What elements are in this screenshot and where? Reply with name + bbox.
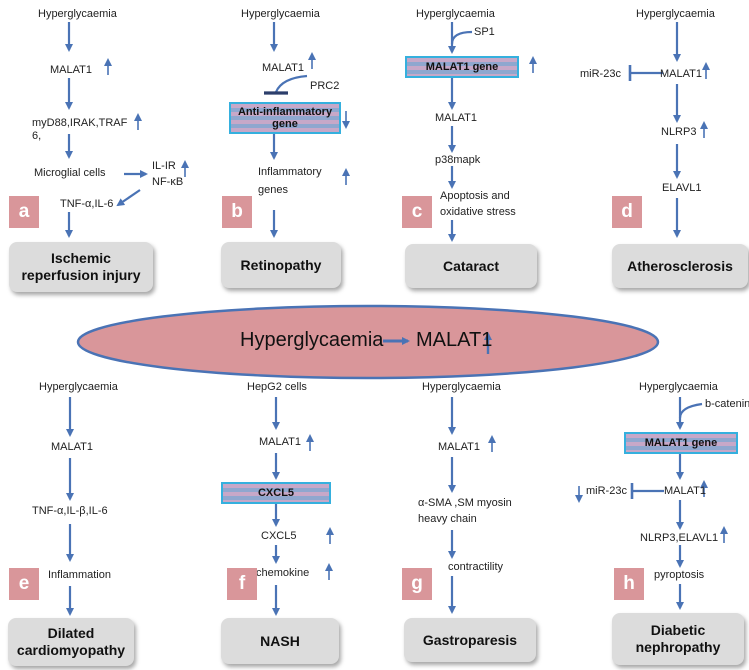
center-label: Hyperglycaemia [240, 329, 384, 351]
a-il-ir: IL-IR [152, 160, 176, 172]
panel-a-badge: a [9, 196, 39, 228]
outcome-retinopathy: Retinopathy [221, 242, 341, 288]
h-mir23c: miR-23c [586, 485, 627, 497]
h-malat1-gene: MALAT1 gene [624, 432, 738, 454]
panel-f-badge: f [227, 568, 257, 600]
b-genes: genes [258, 184, 288, 196]
arrow-h-bcatenin [678, 402, 703, 419]
panel-c-badge: c [402, 196, 432, 228]
b-inflammatory: Inflammatory [258, 166, 322, 178]
h-malat1: MALAT1 [664, 485, 706, 497]
e-malat1: MALAT1 [51, 441, 93, 453]
panel-e-badge: e [9, 568, 39, 600]
b-malat1: MALAT1 [262, 62, 304, 74]
b-gene-l1: Anti-inflammatory [237, 106, 333, 118]
outcome-atherosclerosis: Atherosclerosis [612, 244, 748, 288]
outcome-ischemic-l1: Ischemic [51, 250, 111, 266]
d-malat1: MALAT1 [660, 68, 702, 80]
b-prc2: PRC2 [310, 80, 340, 92]
outcome-nash: NASH [221, 618, 339, 664]
g-hyperglycaemia: Hyperglycaemia [422, 381, 501, 393]
outcome-ischemic-l2: reperfusion injury [21, 267, 141, 283]
d-nlrp3: NLRP3 [661, 126, 697, 138]
center-result: MALAT1 [416, 329, 493, 351]
a-microglial: Microglial cells [34, 167, 106, 179]
d-mir23c: miR-23c [580, 68, 621, 80]
b-hyperglycaemia: Hyperglycaemia [241, 8, 320, 20]
outcome-diabetic-l2: nephropathy [635, 639, 721, 655]
arrow-a5 [116, 189, 141, 207]
f-cxcl5-gene: CXCL5 [221, 482, 331, 504]
f-cxcl5: CXCL5 [261, 530, 297, 542]
e-tnf: TNF-α,IL-β,IL-6 [32, 505, 108, 517]
a-myd88: myD88,IRAK,TRAF [32, 117, 128, 129]
h-bcatenin: b-catenin [705, 398, 749, 410]
d-elavl1: ELAVL1 [662, 182, 702, 194]
e-hyperglycaemia: Hyperglycaemia [39, 381, 118, 393]
c-malat1-gene: MALAT1 gene [405, 56, 519, 78]
a-nfkb: NF-κB [152, 176, 184, 188]
h-hyperglycaemia: Hyperglycaemia [639, 381, 718, 393]
outcome-diabetic-l1: Diabetic [650, 622, 706, 638]
arrow-c-sp1 [450, 30, 473, 45]
b-gene-l2: gene [272, 118, 298, 130]
c-sp1: SP1 [474, 26, 495, 38]
c-apoptosis: Apoptosis and [440, 190, 510, 202]
outcome-dilated-l2: cardiomyopathy [16, 642, 126, 658]
e-inflammation: Inflammation [48, 569, 111, 581]
outcome-cataract: Cataract [405, 244, 537, 288]
f-malat1: MALAT1 [259, 436, 301, 448]
a-traf6: 6, [32, 130, 42, 142]
c-malat1: MALAT1 [435, 112, 477, 124]
outcome-gastroparesis: Gastroparesis [404, 618, 536, 662]
d-hyperglycaemia: Hyperglycaemia [636, 8, 715, 20]
f-chemokine: chemokine [256, 567, 310, 579]
a-malat1: MALAT1 [50, 64, 92, 76]
g-contractility: contractility [448, 561, 504, 573]
h-nlrp3-elavl1: NLRP3,ELAVL1 [640, 532, 719, 544]
center-ellipse [76, 304, 660, 380]
h-pyroptosis: pyroptosis [654, 569, 705, 581]
panel-g-badge: g [402, 568, 432, 600]
a-tnf: TNF-α,IL-6 [60, 198, 114, 210]
g-heavy-chain: heavy chain [418, 513, 477, 525]
c-hyperglycaemia: Hyperglycaemia [416, 8, 495, 20]
panel-b-badge: b [222, 196, 252, 228]
panel-d-badge: d [612, 196, 642, 228]
f-hepg2: HepG2 cells [247, 381, 307, 393]
g-sma: α-SMA ,SM myosin [418, 497, 512, 509]
a-hyperglycaemia: Hyperglycaemia [38, 8, 117, 20]
c-p38mapk: p38mapk [435, 154, 481, 166]
c-oxidative: oxidative stress [440, 206, 516, 218]
panel-h-badge: h [614, 568, 644, 600]
g-malat1: MALAT1 [438, 441, 480, 453]
outcome-dilated-l1: Dilated [47, 625, 95, 641]
inhibit-b [274, 74, 308, 93]
